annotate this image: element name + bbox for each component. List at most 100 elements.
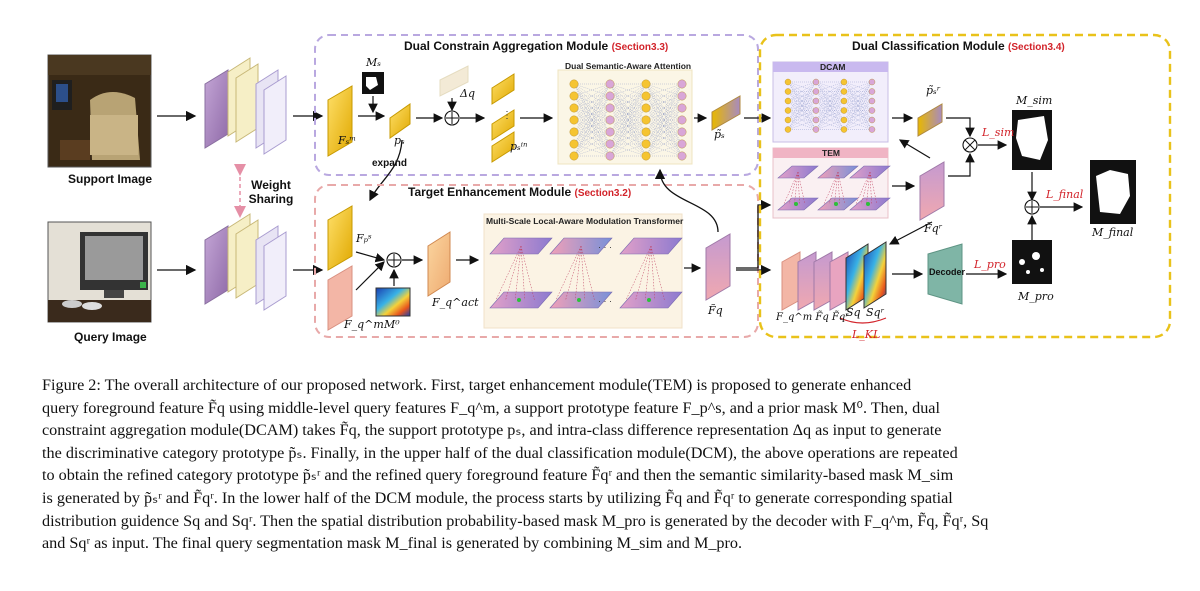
attention-node xyxy=(868,78,876,86)
dsaa-block xyxy=(557,69,693,165)
attention-node xyxy=(840,97,848,105)
math-Lpro: L_pro xyxy=(974,258,1006,271)
attention-node xyxy=(784,78,792,86)
math-psin: pₛⁱⁿ xyxy=(510,140,528,153)
attention-node xyxy=(812,78,820,86)
attention-node xyxy=(840,116,848,124)
expand-arrow xyxy=(369,139,403,202)
caption-line: is generated by p̃ₛʳ and F̃qʳ. In the lo… xyxy=(42,488,953,507)
attention-node xyxy=(677,139,687,149)
math-Fps: Fₚˢ xyxy=(356,232,372,245)
prototype-ps-tilde xyxy=(711,95,741,131)
attention-node xyxy=(868,126,876,133)
math-Lfinal: L_final xyxy=(1046,188,1084,201)
math-psr-tilde: p̃ₛʳ xyxy=(926,84,941,97)
attention-node xyxy=(677,115,687,125)
ellipsis-mark: · · · xyxy=(598,242,612,252)
caption-line: the discriminative category prototype p̃… xyxy=(42,443,958,462)
psin-stack xyxy=(491,73,515,163)
attention-node xyxy=(812,116,820,124)
math-Fq-tilde: F̃q xyxy=(708,304,723,317)
attention-node xyxy=(605,151,615,161)
math-Lsim: L_sim xyxy=(982,126,1015,139)
math-Mfinal: M_final xyxy=(1092,226,1134,239)
attention-node xyxy=(840,107,848,114)
caption-line: constraint aggregation module(DCAM) take… xyxy=(42,421,942,440)
tem-mini-label: TEM xyxy=(822,148,840,158)
figure-caption: Figure 2: The overall architecture of ou… xyxy=(42,374,1160,555)
support-feature-block xyxy=(327,85,353,157)
support-encoder xyxy=(204,57,287,155)
attention-node xyxy=(868,107,876,114)
psr-tilde-block xyxy=(917,103,943,137)
attention-node xyxy=(569,127,579,137)
attention-node xyxy=(840,78,848,86)
math-Ms: Mₛ xyxy=(366,56,381,69)
attention-node xyxy=(641,151,651,161)
attention-node xyxy=(868,88,876,95)
attention-node xyxy=(605,91,615,101)
query-image-label: Query Image xyxy=(74,330,147,344)
attention-node xyxy=(784,88,792,95)
fqr-tilde-block xyxy=(919,161,945,221)
fqm-block xyxy=(327,265,353,331)
decoder-label: Decoder xyxy=(929,267,966,277)
query-image xyxy=(47,221,152,323)
attention-node xyxy=(569,151,579,161)
ellipsis-mark: · · · xyxy=(598,296,612,306)
svg-text:⋮: ⋮ xyxy=(502,110,512,121)
math-Fqm: F_q^m xyxy=(344,318,384,331)
msla-label: Multi-Scale Local-Aware Modulation Trans… xyxy=(486,216,684,226)
caption-line: to obtain the refined category prototype… xyxy=(42,466,954,485)
caption-line: query foreground feature F̃q using middl… xyxy=(42,398,940,417)
math-LKL: L_KL xyxy=(852,328,881,341)
attention-node xyxy=(641,79,651,89)
attention-node xyxy=(641,115,651,125)
fq-act-block xyxy=(427,231,451,297)
attention-node xyxy=(677,127,687,137)
math-ps-tilde: p̃ₛ xyxy=(714,128,725,141)
attention-node xyxy=(641,127,651,137)
math-M0: M⁰ xyxy=(384,318,400,331)
support-image-label: Support Image xyxy=(68,172,153,186)
dsaa-network xyxy=(569,79,687,161)
math-Fsm: Fₛᵐ xyxy=(338,134,357,147)
attention-node xyxy=(605,103,615,113)
caption-line: and Sqʳ as input. The final query segmen… xyxy=(42,534,743,553)
prototype-ps xyxy=(389,103,411,139)
attention-node xyxy=(677,151,687,161)
attention-node xyxy=(605,139,615,149)
attention-node xyxy=(569,139,579,149)
kl-brace xyxy=(839,317,887,324)
attention-node xyxy=(605,115,615,125)
caption-line: Figure 2: The overall architecture of ou… xyxy=(42,376,912,394)
attention-node xyxy=(641,91,651,101)
math-Msim: M_sim xyxy=(1016,94,1053,107)
attention-node xyxy=(784,126,792,133)
tem-mini-network xyxy=(777,165,891,211)
attention-node xyxy=(812,126,820,133)
dcm-title: Dual Classification Module (Section3.4) xyxy=(852,39,1065,53)
attention-node xyxy=(677,103,687,113)
dcam-mini-label: DCAM xyxy=(820,62,846,72)
expand-label: expand xyxy=(372,158,408,169)
dcam-title: Dual Constrain Aggregation Module (Secti… xyxy=(404,39,669,53)
dsaa-label: Dual Semantic-Aware Attention xyxy=(565,61,692,71)
prior-mask-m0 xyxy=(375,287,411,317)
attention-node xyxy=(569,103,579,113)
mpro-mask xyxy=(1012,240,1052,284)
attention-node xyxy=(868,116,876,124)
attention-node xyxy=(569,91,579,101)
attention-node xyxy=(840,88,848,95)
math-Mpro: M_pro xyxy=(1018,290,1054,303)
architecture-figure: ⋮ · · · · · · xyxy=(47,33,1172,344)
fq-tilde-block xyxy=(705,233,731,301)
decoder-input-stack xyxy=(781,241,887,311)
attention-node xyxy=(569,79,579,89)
attention-node xyxy=(784,97,792,105)
dcam-region xyxy=(314,34,759,176)
attention-node xyxy=(812,107,820,114)
attention-node xyxy=(605,79,615,89)
math-bottom-feats: F_q^m F̃q F̃qʳ xyxy=(776,312,849,323)
attention-node xyxy=(840,126,848,133)
